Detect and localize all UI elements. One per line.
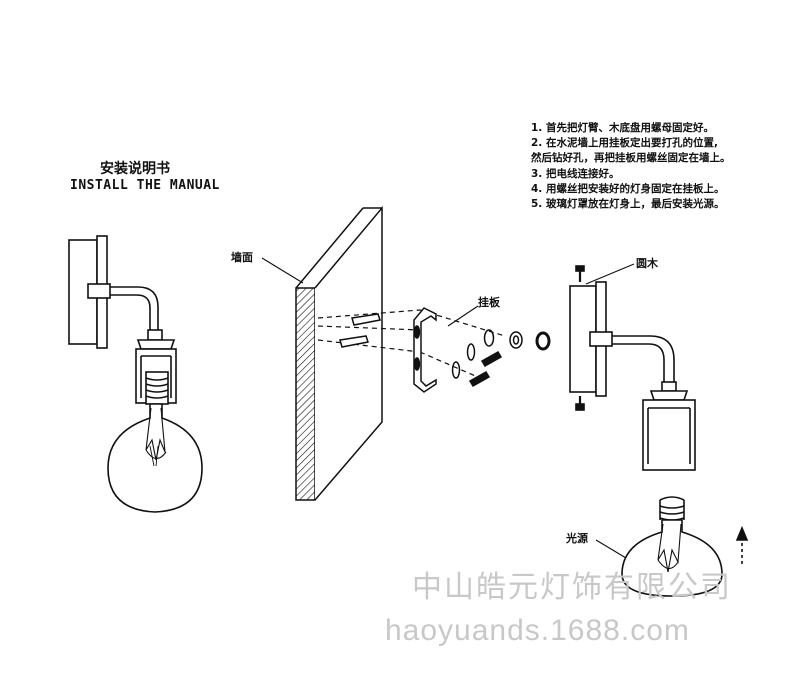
exploded-lamp-drawing [569, 263, 749, 597]
wall-label: 墙面 [231, 251, 253, 264]
light-source-label: 光源 [566, 532, 588, 545]
watermark-site: haoyuands.1688.com [385, 614, 690, 647]
title-chinese: 安装说明书 [100, 161, 170, 177]
wall-mount-drawing [261, 205, 551, 501]
instruction-step: 4. 用螺丝把安装好的灯身固定在挂板上。 [531, 182, 725, 195]
instruction-step: 然后钻好孔，再把挂板用螺丝固定在墙上。 [531, 152, 731, 165]
instruction-step: 1. 首先把灯臂、木底盘用螺母固定好。 [531, 122, 714, 134]
assembled-lamp-drawing [68, 235, 203, 513]
instruction-step: 2. 在水泥墙上用挂板定出要打孔的位置, [531, 137, 718, 150]
bracket-label: 挂板 [478, 296, 500, 309]
title-english: INSTALL THE MANUAL [70, 178, 220, 193]
instruction-step: 3. 把电线连接好。 [531, 167, 620, 180]
wood-base-label: 圆木 [636, 257, 658, 270]
instruction-list: 1. 首先把灯臂、木底盘用螺母固定好。 2. 在水泥墙上用挂板定出要打孔的位置,… [531, 121, 731, 212]
instruction-step: 5. 玻璃灯罩放在灯身上，最后安装光源。 [531, 198, 725, 211]
watermark-company: 中山皓元灯饰有限公司 [412, 570, 732, 605]
